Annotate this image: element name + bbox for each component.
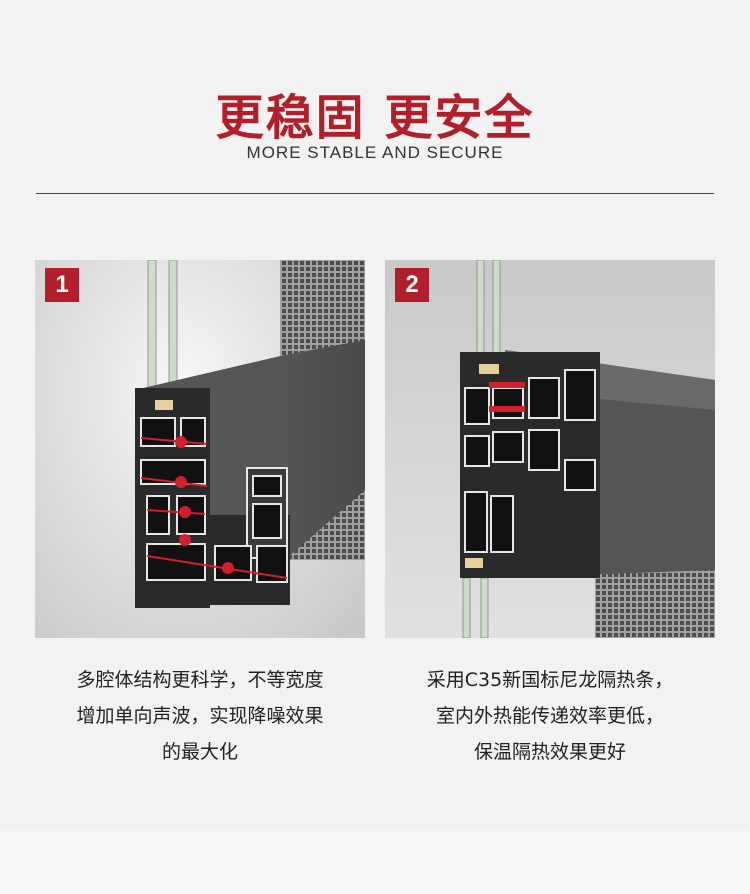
caption-2-line-3: 保温隔热效果更好 bbox=[473, 741, 626, 763]
caption-2-line-2: 室内外热能传递效率更低， bbox=[435, 705, 664, 727]
page-subtitle: MORE STABLE AND SECURE bbox=[246, 143, 504, 162]
window-profile-illustration-2 bbox=[460, 260, 715, 638]
caption-1-line-3: 的最大化 bbox=[161, 741, 238, 763]
badge-1: 1 bbox=[45, 268, 79, 302]
page-title: 更稳固 更安全 bbox=[215, 90, 535, 146]
caption-1: 多腔体结构更科学，不等宽度 增加单向声波，实现降噪效果 的最大化 bbox=[20, 662, 380, 770]
feature-panel-1: 1 bbox=[35, 260, 365, 638]
caption-2: 采用C35新国标尼龙隔热条， 室内外热能传递效率更低， 保温隔热效果更好 bbox=[370, 662, 730, 770]
divider bbox=[36, 193, 714, 194]
feature-panel-2: 2 bbox=[385, 260, 715, 638]
caption-1-line-2: 增加单向声波，实现降噪效果 bbox=[76, 705, 324, 727]
window-profile-illustration-1 bbox=[135, 260, 365, 608]
bottom-band bbox=[0, 830, 750, 894]
badge-2: 2 bbox=[395, 268, 429, 302]
header: 更稳固 更安全 MORE STABLE AND SECURE bbox=[0, 0, 750, 200]
caption-2-line-1: 采用C35新国标尼龙隔热条， bbox=[426, 669, 674, 691]
caption-1-line-1: 多腔体结构更科学，不等宽度 bbox=[76, 669, 324, 691]
